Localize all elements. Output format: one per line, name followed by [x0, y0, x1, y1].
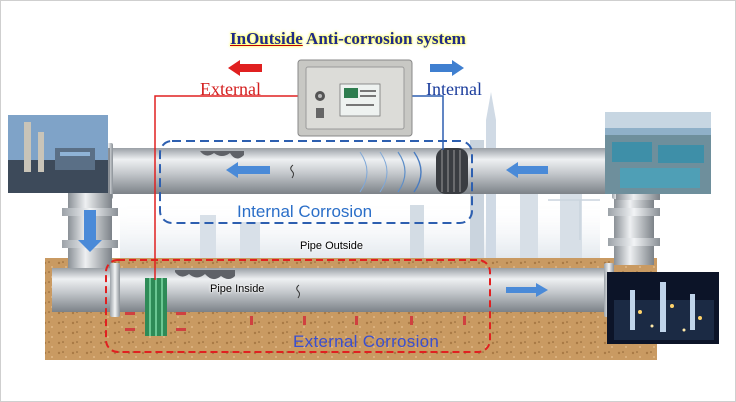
pipe-outside-label: Pipe Outside — [300, 240, 363, 252]
internal-corrosion-zone — [159, 140, 473, 224]
power-plant-photo — [8, 115, 108, 193]
internal-wire — [412, 95, 444, 150]
anode-icon — [145, 278, 167, 336]
flow-arrow-lower-right — [506, 283, 548, 297]
title-brand: InOutside — [230, 29, 303, 48]
internal-corrosion-label: Internal Corrosion — [237, 202, 373, 221]
title-rest: Anti-corrosion system — [302, 29, 466, 48]
flow-arrow-upper-left — [226, 162, 270, 178]
external-corrosion-label: External Corrosion — [293, 332, 440, 351]
pipe-inside-label: Pipe Inside — [210, 283, 265, 295]
diagram-title: InOutside Anti-corrosion system — [230, 30, 466, 47]
right-riser-pipe — [614, 195, 654, 265]
external-arrow-icon — [228, 60, 262, 76]
refinery-photo — [607, 272, 719, 344]
flow-arrow-upper-right — [506, 162, 548, 178]
protection-current-marks — [125, 312, 466, 331]
internal-arrow-icon — [430, 60, 464, 76]
external-label: External — [200, 79, 261, 99]
external-wire — [154, 95, 298, 280]
external-corrosion-zone — [105, 259, 491, 353]
corrosion-patch-upper — [200, 151, 244, 159]
internal-label: Internal — [426, 79, 482, 99]
control-panel-icon — [297, 59, 413, 137]
internal-coil — [359, 148, 468, 194]
water-plant-photo — [605, 112, 711, 194]
flow-arrow-down — [78, 210, 102, 252]
